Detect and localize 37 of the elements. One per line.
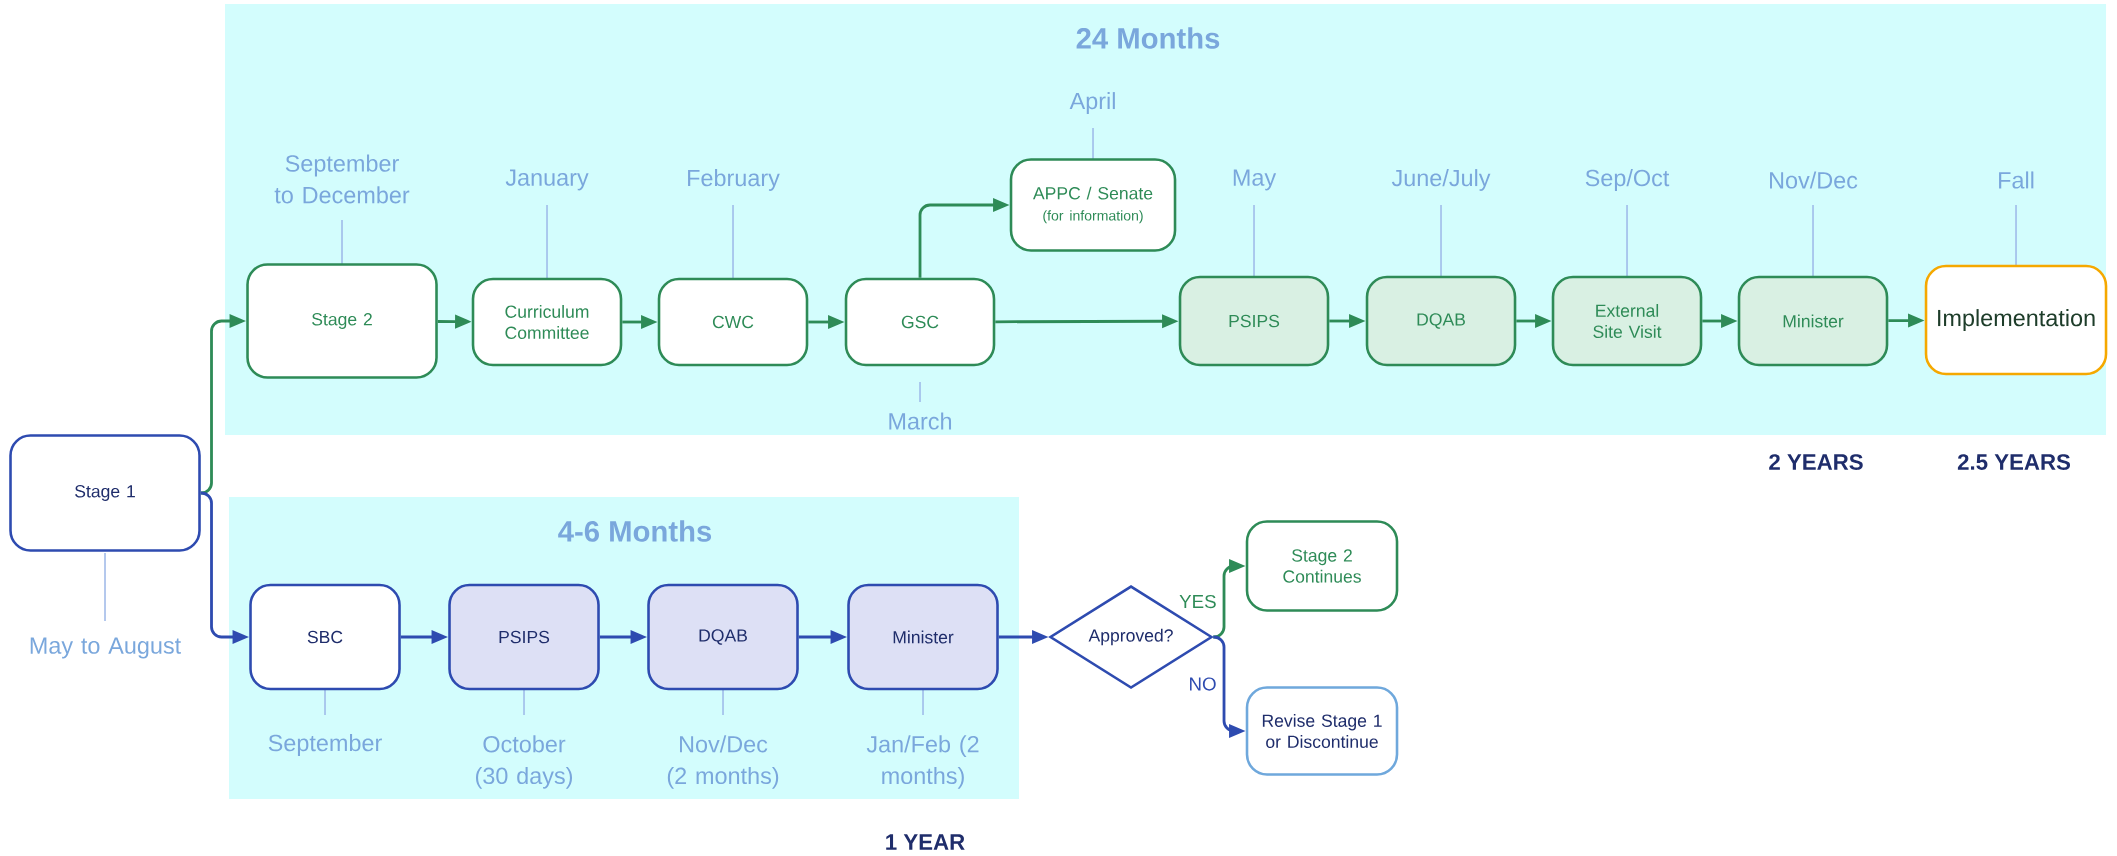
date-label: Nov/Dec xyxy=(1770,171,1858,189)
process-box: Stage 2 Continues xyxy=(1245,520,1399,612)
process-box: Revise Stage 1 or Discontinue xyxy=(1245,686,1399,776)
process-box: Stage 1 xyxy=(9,434,201,552)
date-label: September to December xyxy=(274,154,410,204)
date-label: March xyxy=(889,412,952,430)
process-box: External Site Visit xyxy=(1551,275,1703,367)
process-box: CWC xyxy=(657,277,809,367)
date-label: Jan/Feb (2 months) xyxy=(866,735,979,789)
process-box: PSIPS xyxy=(1178,275,1330,367)
process-box: DQAB xyxy=(647,583,799,691)
process-box: Minister xyxy=(1737,275,1889,367)
process-box: APPC / Senate (for information) xyxy=(1009,158,1177,252)
date-label: Sep/Oct xyxy=(1585,169,1670,191)
duration-label: 2.5 YEARS xyxy=(1957,454,2070,470)
duration-label: 2 YEARS xyxy=(1769,454,1863,470)
date-label: May to August xyxy=(30,637,181,659)
process-box: GSC xyxy=(844,277,996,367)
band-title: 4-6 Months xyxy=(558,520,712,542)
date-label: Fall xyxy=(1999,171,2034,189)
process-box: Stage 2 xyxy=(246,263,438,379)
band-title: 24 Months xyxy=(1076,27,1220,49)
process-box: Minister xyxy=(847,583,999,691)
process-box: DQAB xyxy=(1365,275,1517,367)
date-label: January xyxy=(505,169,589,191)
process-box: Implementation xyxy=(1924,264,2108,376)
process-box: Curriculum Committee xyxy=(471,277,623,367)
process-box: SBC xyxy=(249,583,401,691)
date-label: February xyxy=(688,169,780,191)
date-label: April xyxy=(1069,92,1115,114)
date-label: September xyxy=(268,734,382,756)
date-label: Nov/Dec (2 months) xyxy=(667,735,779,789)
process-box: PSIPS xyxy=(448,583,600,691)
date-label: October (30 days) xyxy=(476,735,573,789)
date-label: May xyxy=(1233,169,1277,191)
duration-label: 1 YEAR xyxy=(886,834,965,850)
date-label: June/July xyxy=(1391,169,1491,191)
